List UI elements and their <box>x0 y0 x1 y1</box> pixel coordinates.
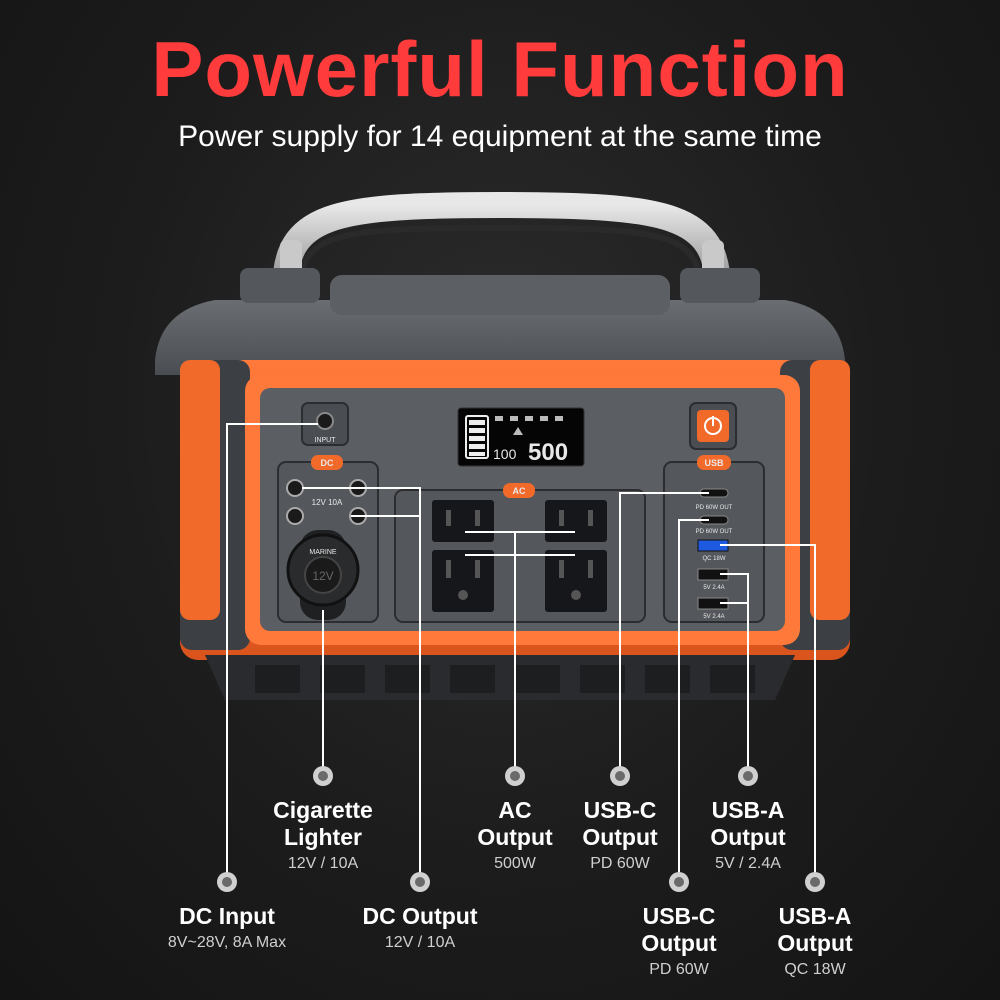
dc-input-port[interactable] <box>316 412 334 430</box>
callout-usb-c-output-2: USB-C Output PD 60W <box>609 903 749 981</box>
dot-ac <box>505 766 525 786</box>
callout-spec: PD 60W <box>590 855 650 872</box>
dot-dc-input <box>217 872 237 892</box>
battery-icon <box>465 415 489 459</box>
callout-name: AC Output <box>477 797 553 850</box>
dot-usbc-2 <box>669 872 689 892</box>
callout-spec: 8V~28V, 8A Max <box>167 934 287 951</box>
callout-dc-output: DC Output 12V / 10A <box>340 903 500 954</box>
callout-spec: 12V / 10A <box>384 934 456 951</box>
callout-name: USB-A Output <box>710 797 786 850</box>
callout-name: DC Input <box>179 903 275 929</box>
callout-spec: 12V / 10A <box>287 855 359 872</box>
marine-label: MARINE <box>309 549 337 556</box>
dot-usba-1 <box>738 766 758 786</box>
callout-spec: 500W <box>494 855 536 872</box>
callout-spec: 5V / 2.4A <box>715 855 781 872</box>
callout-lines <box>226 423 816 882</box>
input-label: INPUT <box>315 437 337 444</box>
ac-badge-label: AC <box>513 486 526 496</box>
callout-name: USB-A Output <box>777 903 853 956</box>
ac-outlet-3[interactable] <box>432 550 494 612</box>
dot-usba-2 <box>805 872 825 892</box>
usb-a-1-label: 5V 2.4A <box>703 585 724 591</box>
display-percent: 100 <box>493 446 517 462</box>
dc-port-3[interactable] <box>286 507 304 525</box>
display-watts: 500 <box>528 439 568 466</box>
left-hinge <box>240 268 320 303</box>
callout-usb-a-output-1: USB-A Output 5V / 2.4A <box>678 797 818 875</box>
dot-cigarette <box>313 766 333 786</box>
line-usba-1 <box>720 573 749 776</box>
callout-ac-output: AC Output 500W <box>445 797 585 875</box>
callout-usb-a-output-2: USB-A Output QC 18W <box>745 903 885 981</box>
callout-spec: PD 60W <box>649 961 709 978</box>
base-vents <box>255 665 755 693</box>
callout-spec: QC 18W <box>784 961 846 978</box>
callout-name: USB-C Output <box>582 797 658 850</box>
line-usbc-2 <box>678 519 709 882</box>
line-usba-qc <box>720 544 816 882</box>
callout-dots <box>217 766 825 892</box>
ac-outlet-4[interactable] <box>545 550 607 612</box>
usb-a-2-label: 5V 2.4A <box>703 614 724 620</box>
battery-bars <box>469 420 485 456</box>
ac-outlet-2[interactable] <box>545 500 607 542</box>
cigarette-socket-inner <box>304 556 342 594</box>
page-title: Powerful Function <box>151 25 849 113</box>
callout-name: USB-C Output <box>641 903 717 956</box>
line-dc-output <box>302 487 421 882</box>
status-icons <box>495 416 563 435</box>
dc-badge-label: DC <box>321 458 334 468</box>
lcd-display <box>457 407 585 467</box>
ac-outlet-1[interactable] <box>432 500 494 542</box>
qc-label: QC 18W <box>702 556 725 562</box>
callout-cigarette-lighter: Cigarette Lighter 12V / 10A <box>233 797 413 875</box>
dc-badge <box>311 455 343 470</box>
pd-out-1-label: PD 60W OUT <box>696 505 733 511</box>
handle-recess <box>330 275 670 315</box>
usb-badge-label: USB <box>704 458 724 468</box>
dot-usbc-1 <box>610 766 630 786</box>
pd-out-2-label: PD 60W OUT <box>696 529 733 535</box>
line-dc-input <box>226 423 318 882</box>
dot-dc-output <box>410 872 430 892</box>
page-subtitle: Power supply for 14 equipment at the sam… <box>178 120 822 153</box>
socket-label: 12V <box>312 569 333 583</box>
usb-badge <box>697 455 731 470</box>
left-edge <box>180 360 220 620</box>
line-usbc-1 <box>619 492 709 776</box>
ac-badge <box>503 483 535 498</box>
callout-dc-input: DC Input 8V~28V, 8A Max <box>137 903 317 954</box>
dc-port-label: 12V 10A <box>312 498 343 507</box>
callout-name: DC Output <box>362 903 478 929</box>
right-edge <box>810 360 850 620</box>
dc-port-1[interactable] <box>286 479 304 497</box>
right-hinge <box>680 268 760 303</box>
top-shell <box>155 300 845 375</box>
callout-usb-c-output-1: USB-C Output PD 60W <box>550 797 690 875</box>
callout-name: Cigarette Lighter <box>273 797 373 850</box>
